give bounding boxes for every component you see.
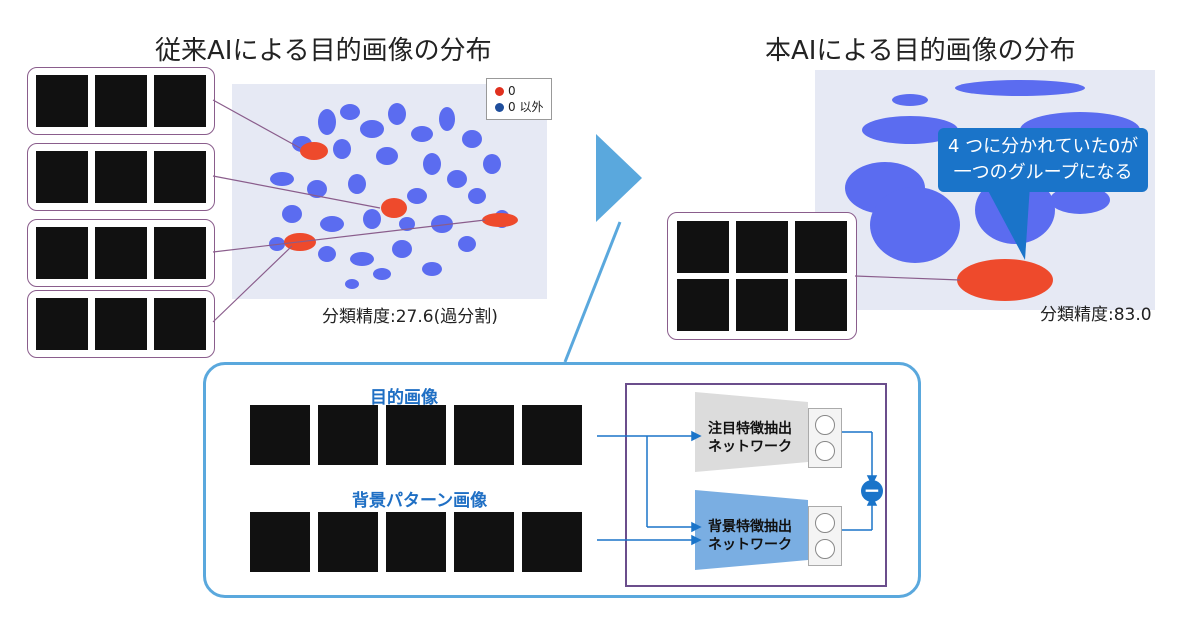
background-image	[318, 512, 378, 572]
digit-thumbnail	[795, 221, 847, 273]
left-accuracy: 分類精度:27.6(過分割)	[322, 307, 498, 327]
thumb-group-3	[27, 219, 215, 287]
digit-thumbnail	[736, 279, 788, 331]
digit-thumbnail	[95, 75, 147, 127]
legend-item-zero: 0	[495, 83, 543, 99]
digit-thumbnail	[154, 227, 206, 279]
neuron-icon	[815, 539, 835, 559]
digit-thumbnail	[36, 227, 88, 279]
digit-thumbnail	[36, 298, 88, 350]
target-image	[250, 405, 310, 465]
thumb-group-4	[27, 290, 215, 358]
left-legend: 0 0 以外	[486, 78, 553, 120]
digit-thumbnail	[154, 75, 206, 127]
digit-thumbnail	[154, 151, 206, 203]
legend-item-non-zero: 0 以外	[495, 99, 543, 115]
left-scatter-svg	[269, 103, 518, 289]
digit-thumbnail	[736, 221, 788, 273]
attention-output-layer	[808, 408, 842, 468]
neuron-icon	[815, 415, 835, 435]
digit-thumbnail	[36, 75, 88, 127]
callout-bubble: 4 つに分かれていた0が 一つのグループになる	[938, 128, 1149, 192]
digit-thumbnail	[95, 151, 147, 203]
background-network-label: 背景特徴抽出 ネットワーク	[708, 519, 792, 553]
digit-thumbnail	[36, 151, 88, 203]
background-image	[454, 512, 514, 572]
background-image	[250, 512, 310, 572]
right-title: 本AIによる目的画像の分布	[765, 36, 1076, 66]
right-thumb-group	[667, 212, 857, 340]
digit-thumbnail	[95, 298, 147, 350]
right-accuracy: 分類精度:83.0	[1040, 305, 1152, 325]
transition-arrow-icon	[596, 134, 642, 222]
neuron-icon	[815, 441, 835, 461]
target-images-label: 目的画像	[370, 388, 438, 408]
digit-thumbnail	[677, 221, 729, 273]
neuron-icon	[815, 513, 835, 533]
left-title: 従来AIによる目的画像の分布	[155, 36, 492, 66]
target-image	[522, 405, 582, 465]
background-output-layer	[808, 506, 842, 566]
attention-network-label: 注目特徴抽出 ネットワーク	[708, 421, 792, 455]
digit-thumbnail	[677, 279, 729, 331]
digit-thumbnail	[154, 298, 206, 350]
background-image	[522, 512, 582, 572]
red-dot-icon	[495, 87, 504, 96]
thumb-group-2	[27, 143, 215, 211]
target-image	[454, 405, 514, 465]
digit-thumbnail	[795, 279, 847, 331]
target-image	[318, 405, 378, 465]
subtract-icon: −	[861, 480, 883, 502]
thumb-group-1	[27, 67, 215, 135]
blue-dot-icon	[495, 103, 504, 112]
target-image	[386, 405, 446, 465]
background-image	[386, 512, 446, 572]
background-images-label: 背景パターン画像	[352, 491, 488, 511]
digit-thumbnail	[95, 227, 147, 279]
